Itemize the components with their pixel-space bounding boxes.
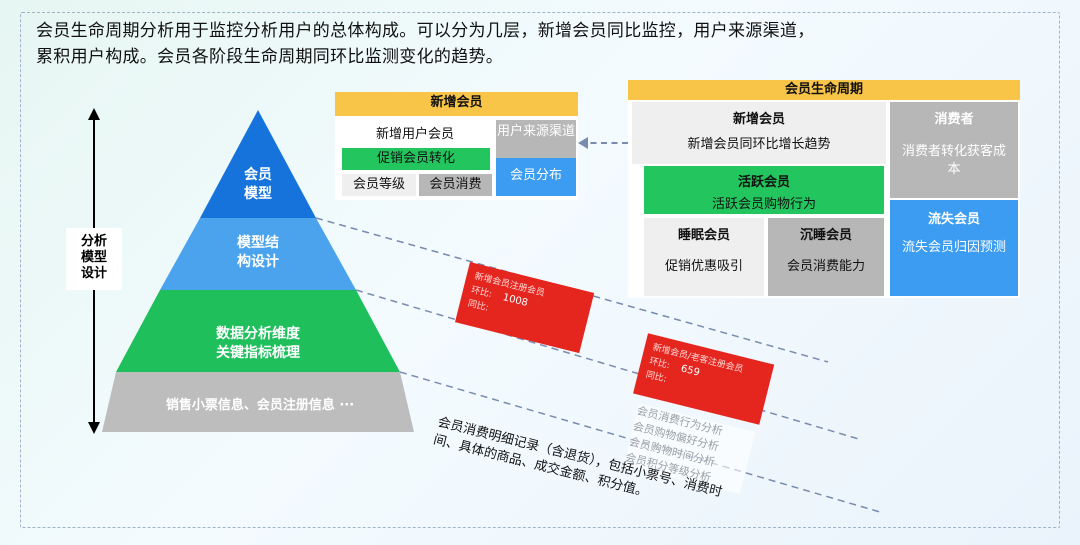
member-level-box: 会员等级 [342, 174, 416, 196]
intro-line-2: 累积用户构成。会员各阶段生命周期同环比监测变化的趋势。 [36, 47, 504, 67]
lifecycle-header: 会员生命周期 [628, 80, 1020, 100]
pyramid-label-3-line-2: 关键指标梳理 [216, 345, 300, 361]
arrow-down-icon [88, 422, 100, 434]
arrow-left-icon [578, 137, 588, 149]
consumer-title: 消费者 [934, 112, 974, 127]
vertical-label-line-3: 设计 [80, 266, 107, 281]
vertical-label-line-2: 模型 [80, 250, 107, 265]
pyramid-level-1 [200, 110, 316, 218]
intro-text: 会员生命周期分析用于监控分析用户的总体构成。可以分为几层，新增会员同比监控，用户… [36, 18, 1016, 70]
dormant-member-desc: 促销优惠吸引 [664, 259, 743, 274]
member-spend-box: 会员消费 [419, 174, 492, 196]
projection-line-2 [355, 289, 863, 441]
new-users-text: 新增用户会员 [375, 127, 454, 142]
pyramid-level-4 [102, 372, 414, 432]
pyramid-label-1: 会员 模型 [218, 166, 298, 204]
lost-member-cell: 流失会员 流失会员归因预测 [890, 200, 1018, 296]
red-card-2-value: 659 [679, 363, 701, 379]
vertical-label-line-1: 分析 [80, 234, 107, 249]
pyramid-label-2-line-1: 模型结 [237, 235, 279, 251]
pyramid-label-4-line-1: 销售小票信息、会员注册信息 ··· [165, 398, 355, 413]
lost-member-desc: 流失会员归因预测 [902, 240, 1007, 255]
connector-line [580, 142, 628, 144]
intro-line-1: 会员生命周期分析用于监控分析用户的总体构成。可以分为几层，新增会员同比监控，用户… [36, 21, 815, 41]
pyramid-level-3 [116, 290, 400, 372]
pyramid-label-1-line-2: 模型 [244, 186, 272, 202]
active-member-cell: 活跃会员 活跃会员购物行为 [644, 166, 884, 214]
deep-dormant-desc: 会员消费能力 [786, 259, 865, 274]
pyramid-level-2 [160, 218, 356, 290]
pyramid-label-1-line-1: 会员 [244, 167, 272, 183]
consumer-cost: 消费者转化获客成本 [901, 144, 1006, 177]
consumer-cell: 消费者 消费者转化获客成本 [890, 102, 1018, 198]
new-member-trend: 新增会员同环比增长趋势 [687, 137, 831, 152]
dormant-member-cell: 睡眠会员 促销优惠吸引 [644, 218, 764, 296]
pyramid-label-3: 数据分析维度 关键指标梳理 [178, 325, 338, 363]
deep-dormant-title: 沉睡会员 [799, 228, 852, 243]
active-member-desc: 活跃会员购物行为 [711, 197, 816, 212]
user-source-box: 用户来源渠道 [496, 120, 576, 158]
vertical-label: 分析 模型 设计 [66, 228, 122, 290]
pyramid-label-3-line-1: 数据分析维度 [216, 326, 300, 342]
pyramid-label-2: 模型结 构设计 [208, 234, 308, 272]
lost-member-title: 流失会员 [927, 212, 980, 227]
arrow-up-icon [88, 108, 100, 120]
new-member-title: 新增会员 [732, 112, 785, 127]
pyramid-label-2-line-2: 构设计 [237, 254, 279, 270]
new-member-header: 新增会员 [335, 92, 578, 116]
new-member-cell: 新增会员 新增会员同环比增长趋势 [632, 102, 886, 164]
member-dist-box: 会员分布 [496, 158, 576, 196]
promo-convert-box: 促销会员转化 [342, 148, 490, 170]
dormant-member-title: 睡眠会员 [677, 228, 730, 243]
active-member-title: 活跃会员 [737, 175, 790, 190]
pyramid-label-4: 销售小票信息、会员注册信息 ··· [120, 396, 400, 415]
deep-dormant-member-cell: 沉睡会员 会员消费能力 [768, 218, 884, 296]
dashed-frame [20, 12, 1060, 528]
